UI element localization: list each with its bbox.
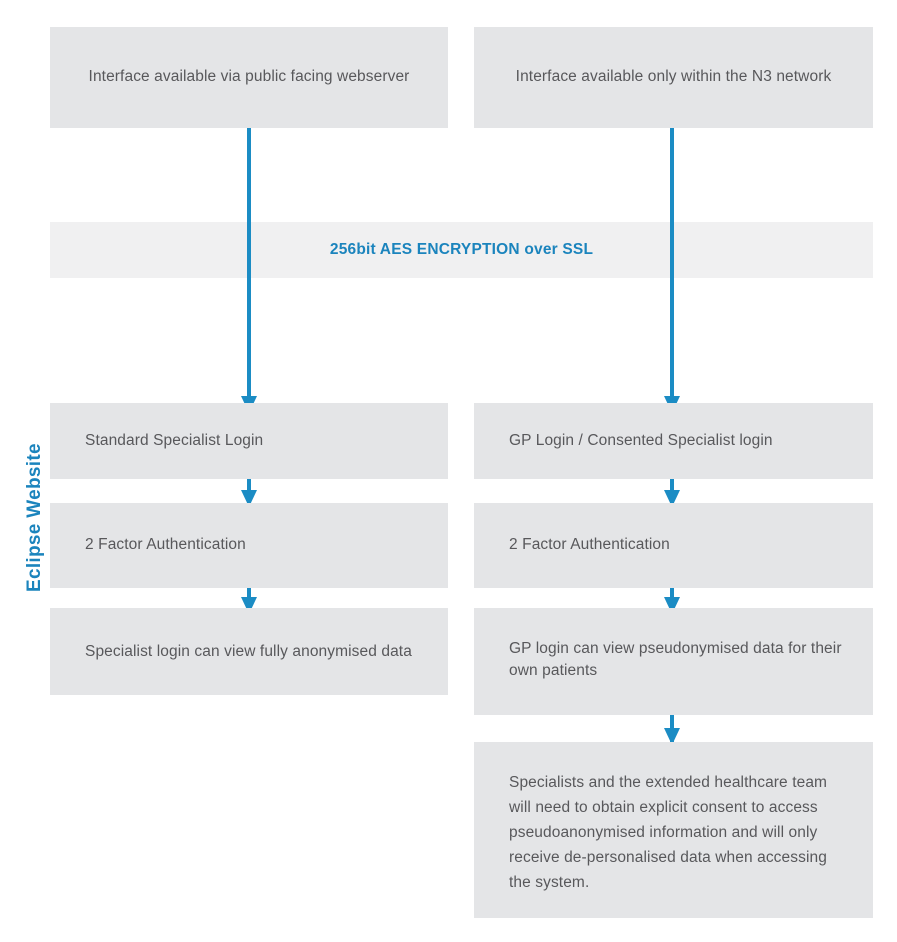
step-box-n3-2: 2 Factor Authentication [474, 503, 873, 588]
header-box-n3: Interface available only within the N3 n… [474, 27, 873, 128]
step-box-n3-4-label: Specialists and the extended healthcare … [509, 774, 828, 891]
header-box-public: Interface available via public facing we… [50, 27, 448, 128]
step-box-public-2-label: 2 Factor Authentication [85, 536, 246, 553]
encryption-band-label: 256bit AES ENCRYPTION over SSL [329, 241, 594, 258]
step-box-public-1-label: Standard Specialist Login [85, 432, 264, 449]
step-box-n3-1-label: GP Login / Consented Specialist login [509, 432, 773, 449]
step-box-n3-4: Specialists and the extended healthcare … [474, 742, 873, 918]
arrow-head-icon [241, 490, 257, 507]
arrow-head-icon [664, 728, 680, 745]
header-box-n3-label: Interface available only within the N3 n… [515, 68, 832, 85]
connector-line [670, 128, 674, 413]
sidebar-label-eclipse-website: Eclipse Website [24, 443, 45, 592]
connector-line [247, 128, 251, 413]
step-box-n3-2-label: 2 Factor Authentication [509, 536, 670, 553]
step-box-n3-3: GP login can view pseudonymised data for… [474, 608, 873, 715]
step-box-public-2: 2 Factor Authentication [50, 503, 448, 588]
header-box-public-label: Interface available via public facing we… [88, 68, 410, 85]
encryption-band: 256bit AES ENCRYPTION over SSL [50, 222, 873, 278]
step-box-public-3-label: Specialist login can view fully anonymis… [85, 643, 412, 660]
step-box-n3-3-label: GP login can view pseudonymised data for… [509, 640, 842, 679]
step-box-public-1: Standard Specialist Login [50, 403, 448, 479]
step-box-public-3: Specialist login can view fully anonymis… [50, 608, 448, 695]
step-box-n3-1: GP Login / Consented Specialist login [474, 403, 873, 479]
arrow-head-icon [664, 490, 680, 507]
